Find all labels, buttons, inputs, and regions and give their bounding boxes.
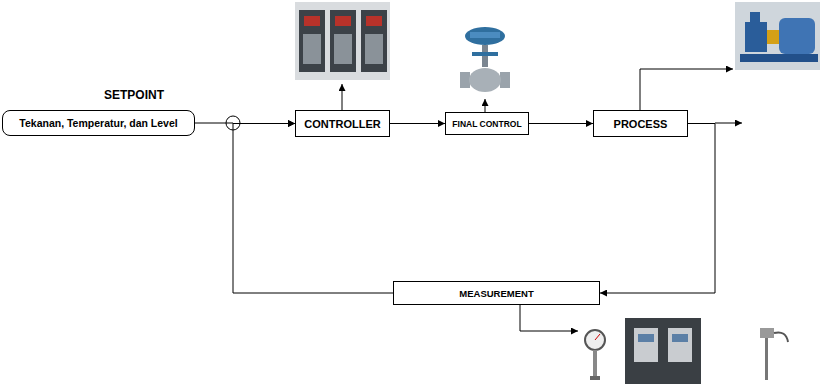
controller-panel-picture: [295, 2, 390, 80]
signal-connector: [233, 124, 393, 294]
node-text: PROCESS: [614, 118, 668, 130]
setpoint-label: SETPOINT: [104, 88, 164, 102]
control-valve-picture: [460, 27, 510, 92]
node-text: MEASUREMENT: [459, 288, 533, 299]
pump-picture: [735, 2, 820, 70]
signal-connector: [390, 123, 445, 124]
node-text: CONTROLLER: [304, 118, 380, 130]
measurement-box: MEASUREMENT: [393, 281, 600, 305]
setpoint-box: Tekanan, Temperatur, dan Level: [2, 110, 195, 136]
picture-arrow: [342, 84, 343, 110]
picture-arrow: [520, 305, 578, 331]
final-control-box: FINAL CONTROL: [445, 112, 529, 135]
controller-box: CONTROLLER: [295, 110, 390, 137]
output-arrow: [715, 123, 742, 124]
signal-connector: [529, 123, 593, 124]
picture-arrow: [485, 99, 486, 112]
node-text: FINAL CONTROL: [452, 119, 521, 129]
temperature-sensor-picture: [760, 328, 788, 380]
transmitter-picture: [625, 318, 701, 384]
node-text: Tekanan, Temperatur, dan Level: [19, 117, 177, 129]
picture-arrow: [640, 69, 733, 110]
signal-connector: [600, 124, 715, 294]
process-box: PROCESS: [593, 110, 688, 137]
pressure-gauge-picture: [585, 330, 605, 380]
